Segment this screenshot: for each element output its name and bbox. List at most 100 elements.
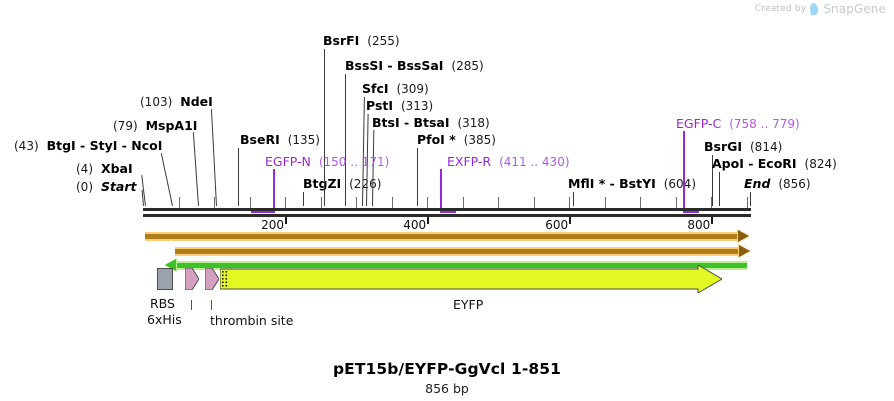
track-body [175,247,739,256]
orange-track-2[interactable] [175,244,751,258]
arrow-head [165,259,176,271]
ruler-tick-label-200: 200 [261,218,285,232]
feature-caption-rbs: RBS [150,296,175,311]
leader-line [712,155,713,206]
enzyme-label-bsrgi[interactable]: BsrGI (814) [704,140,782,154]
ruler-tick-400 [427,217,430,224]
enzyme-label-end[interactable]: End (856) [744,177,811,191]
primer-direction-hook-right [683,211,699,213]
enzyme-label-btsi-btsai[interactable]: BtsI - BtsaI (318) [372,116,490,130]
leader-line [750,192,751,206]
enzyme-label-apoi-ecori[interactable]: ApoI - EcoRI (824) [712,157,837,171]
ruler-minor-tick [675,197,677,208]
enzyme-label-xbai[interactable]: (4) XbaI [76,162,133,176]
ruler-tick-200 [285,217,288,224]
ruler-minor-tick [214,197,216,208]
ruler-minor-tick [604,197,606,208]
enzyme-name: BssSI - BssSaI [345,58,444,73]
enzyme-position: (255) [367,34,400,48]
ruler-minor-tick [462,197,464,208]
enzyme-label-start[interactable]: (0) Start [76,180,137,194]
enzyme-position: (4) [76,162,93,176]
enzyme-label-psti[interactable]: PstI (313) [366,99,433,113]
primer-label-egfp-c[interactable]: EGFP-C (758 .. 779) [676,117,800,131]
primer-name: EXFP-R [447,154,492,169]
enzyme-label-mfli-bstyi[interactable]: MflI * - BstYI (604) [568,177,696,191]
enzyme-position: (856) [778,177,811,191]
arrow-head [739,245,750,257]
ruler-minor-tick [746,197,748,208]
enzyme-label-btgi-styi-ncoi[interactable]: (43) BtgI - StyI - NcoI [14,139,162,153]
enzyme-position: (824) [804,157,837,171]
ruler-minor-tick [178,197,180,208]
primer-direction-hook-left [251,211,273,213]
feature-rbs[interactable] [157,268,173,290]
enzyme-label-sfci[interactable]: SfcI (309) [362,82,429,96]
ruler-minor-tick [640,197,642,208]
sequence-length: 856 bp [425,381,469,396]
leader-line [273,169,275,213]
leader-line [417,148,418,206]
primer-label-egfp-n[interactable]: EGFP-N (150 .. 171) [265,155,389,169]
enzyme-label-btgzi[interactable]: BtgZI (226) [303,177,381,191]
ruler-tick-600 [569,217,572,224]
enzyme-name: XbaI [100,161,133,176]
feature-caption-6xhis: 6xHis [147,312,182,327]
ruler-minor-tick [427,197,429,208]
enzyme-position: (43) [14,139,39,153]
primer-label-exfp-r[interactable]: EXFP-R (411 .. 430) [447,155,570,169]
ruler-minor-tick [320,197,322,208]
feature-eyfp[interactable] [220,265,722,293]
ruler-minor-tick [249,197,251,208]
primer-direction-hook-right [440,211,456,213]
enzyme-label-bsrfi[interactable]: BsrFI (255) [323,34,400,48]
enzyme-label-bseri[interactable]: BseRI (135) [240,133,320,147]
enzyme-name: PstI [366,98,394,113]
primer-name: EGFP-C [676,116,722,131]
enzyme-label-pfoi[interactable]: PfoI * (385) [417,133,496,147]
feature-caption-thrombin-site: thrombin site [210,313,294,328]
watermark-brand: SnapGene [823,2,886,16]
leader-line [192,132,199,207]
enzyme-label-ndei[interactable]: (103) NdeI [140,95,213,109]
feature-thrombin-site[interactable] [205,268,219,290]
enzyme-name: MspA1I [145,118,198,133]
enzyme-label-mspa1i[interactable]: (79) MspA1I [113,119,197,133]
ruler-bottom-strand [143,214,751,217]
ruler-tick-label-400: 400 [403,218,427,232]
enzyme-name: ApoI - EcoRI [712,156,797,171]
feature-6xhis[interactable] [185,268,199,290]
enzyme-position: (604) [663,177,697,191]
primer-range: (150 .. 171) [318,155,390,169]
watermark-prefix: Created by [754,4,807,14]
ruler-minor-tick [356,197,358,208]
enzyme-name: BtgZI [303,176,342,191]
enzyme-name: PfoI * [417,132,456,147]
ruler-top-strand [143,208,751,211]
enzyme-position: (814) [750,140,783,154]
ruler-minor-tick [498,197,500,208]
enzyme-label-bsssi-bsssai[interactable]: BssSI - BssSaI (285) [345,59,484,73]
arrow-head [738,230,749,242]
enzyme-position: (79) [113,119,138,133]
leader-line [573,192,574,206]
snapgene-watermark: Created by SnapGene [755,2,886,16]
leader-line [440,169,442,213]
ruler-minor-tick [533,197,535,208]
enzyme-position: (318) [457,116,490,130]
leader-line [238,148,239,206]
enzyme-position: (103) [140,95,173,109]
feature-caption-eyfp: EYFP [453,297,484,312]
orange-track-1[interactable] [145,229,750,243]
enzyme-position: (309) [396,82,429,96]
enzyme-position: (313) [400,99,434,113]
primer-range: (758 .. 779) [729,117,800,131]
track-body [145,232,738,241]
map-title-block: pET15b/EYFP-GgVcl 1-851 856 bp [0,360,894,396]
primer-range: (411 .. 430) [499,155,570,169]
leader-line [303,192,304,206]
ruler-minor-tick [711,197,713,208]
enzyme-name: BtsI - BtsaI [372,115,450,130]
leader-line [683,131,685,213]
